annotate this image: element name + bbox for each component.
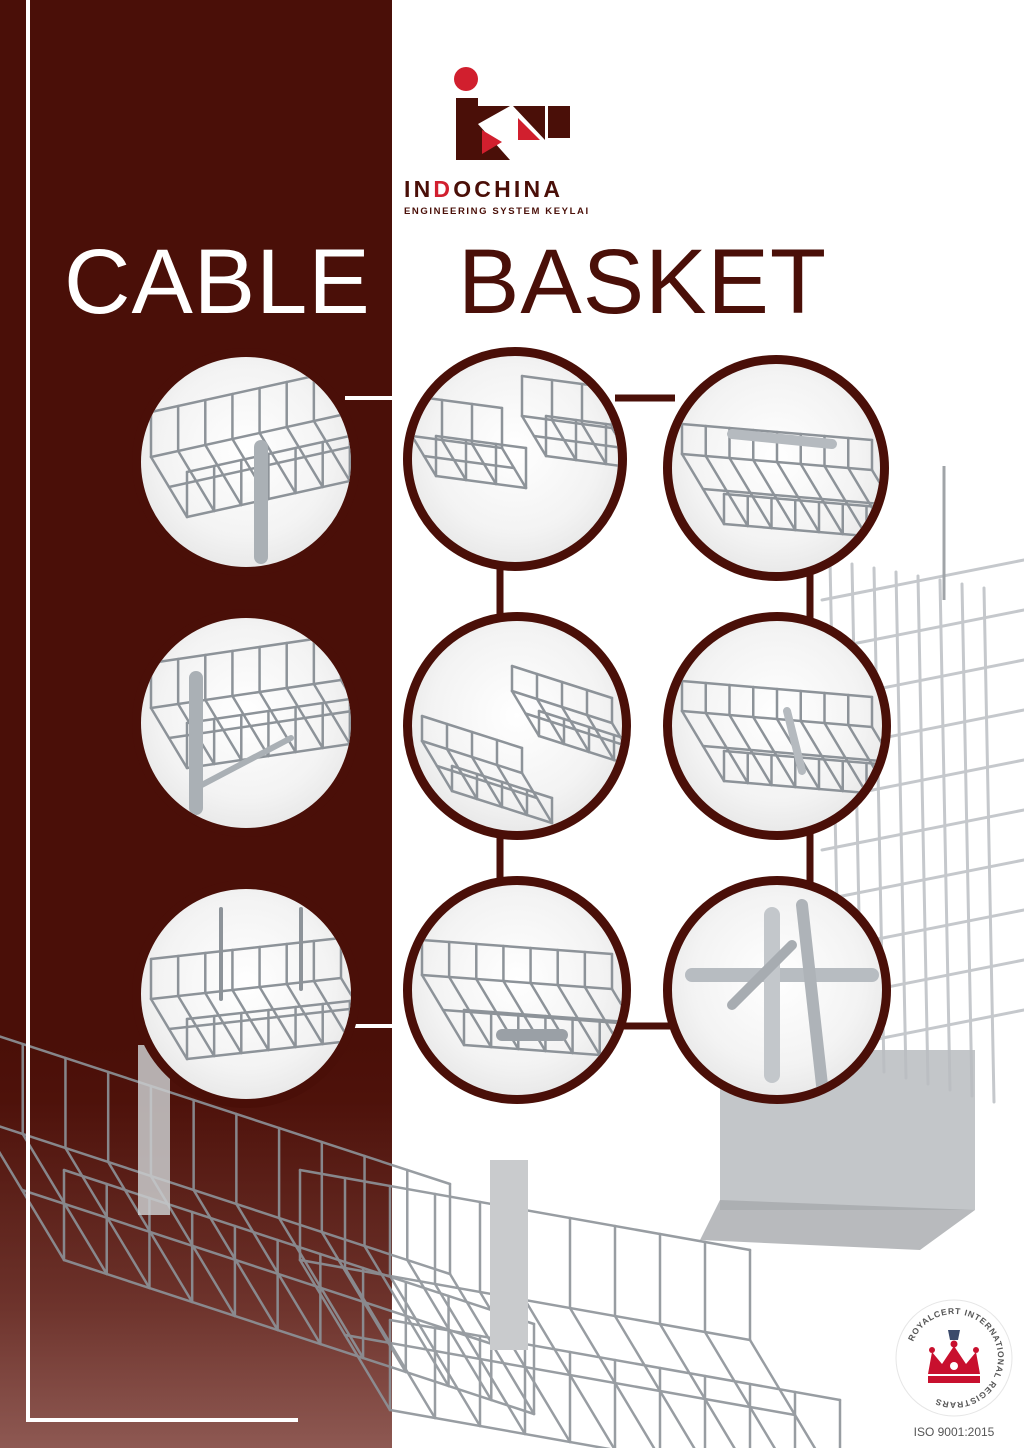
product-circle-bend[interactable] (403, 612, 631, 840)
product-circle-wall-bracket[interactable] (132, 348, 360, 576)
product-circle-cantilever[interactable] (132, 609, 360, 837)
splice-connector-icon (412, 374, 618, 490)
cantilever-bracket-icon (149, 633, 351, 815)
basket-coupler-icon (680, 679, 882, 796)
crown-icon (928, 1340, 980, 1383)
product-circle-splice[interactable] (403, 347, 627, 571)
product-circle-center-hanger[interactable] (403, 876, 631, 1104)
logo-stem (456, 98, 478, 160)
product-circle-coupler[interactable] (663, 612, 891, 840)
basket-bend-icon (420, 664, 622, 825)
wall-bracket-illustration (490, 1160, 528, 1350)
logo-dot (454, 67, 478, 91)
lion-crest-icon (948, 1330, 960, 1340)
frame-line-left (26, 0, 30, 1422)
product-circle-rod-hanger[interactable] (132, 880, 360, 1108)
band-fade (0, 1100, 392, 1448)
iso-standard-label: ISO 9001:2015 (913, 1425, 995, 1439)
basket-joint-icon (680, 422, 880, 539)
center-hanger-icon (420, 938, 622, 1058)
threaded-rod-hanger-icon (149, 907, 351, 1061)
frame-line-bottom (26, 1418, 298, 1422)
brand-tagline: ENGINEERING SYSTEM KEYLAI (404, 206, 590, 217)
end-plate-base-illustration (700, 1200, 975, 1250)
iso-certification-seal: ROYALCERT INTERNATIONAL REGISTRARS (895, 1299, 1013, 1417)
product-circle-clamp[interactable] (663, 876, 891, 1104)
wall-bracket-basket-icon (149, 368, 351, 564)
brand-name: INDOCHINA (404, 176, 564, 202)
product-circle-joint[interactable] (663, 355, 889, 581)
clamp-closeup-icon (685, 899, 879, 1091)
title-word-basket: BASKET (458, 231, 828, 333)
title-word-cable: CABLE (64, 231, 371, 333)
